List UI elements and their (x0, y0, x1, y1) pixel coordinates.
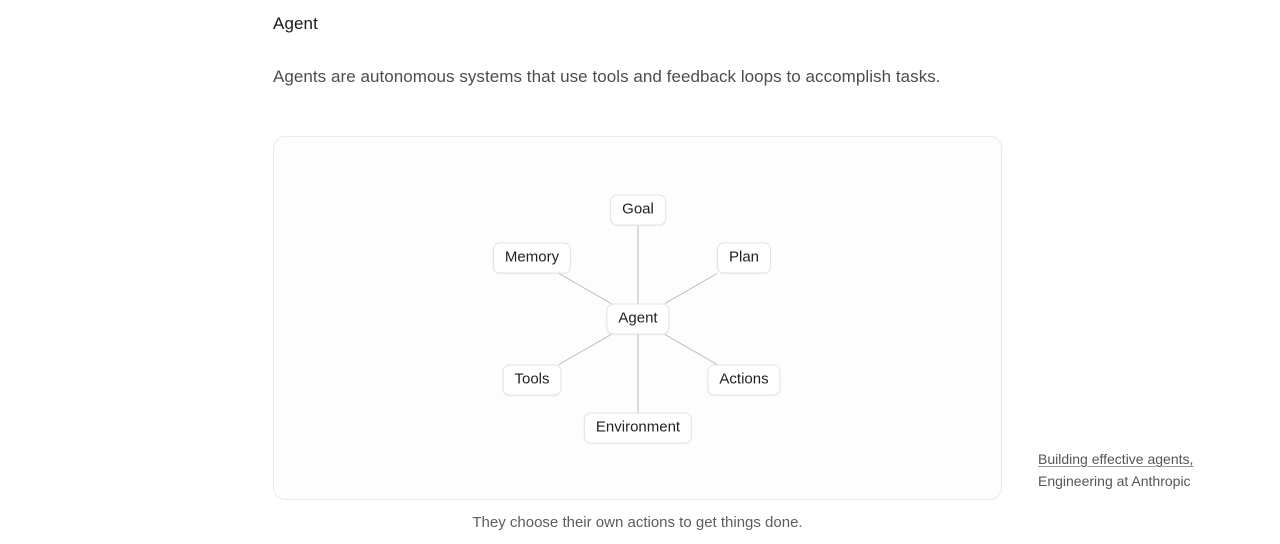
diagram-node-environment[interactable]: Environment (583, 412, 693, 444)
diagram-node-tools[interactable]: Tools (502, 364, 562, 396)
diagram-node-goal[interactable]: Goal (610, 194, 666, 226)
article-column: Agent Agents are autonomous systems that… (273, 0, 1002, 90)
page-title: Agent (273, 14, 318, 33)
diagram-node-actions[interactable]: Actions (707, 364, 781, 396)
diagram-edges (558, 225, 718, 413)
diagram-node-memory[interactable]: Memory (492, 242, 572, 274)
diagram-card: Goal Memory Plan Tools Actions Environme… (273, 136, 1002, 500)
diagram-node-plan[interactable]: Plan (716, 242, 772, 274)
intro-paragraph: Agents are autonomous systems that use t… (273, 67, 941, 86)
citation-source: Engineering at Anthropic (1038, 473, 1191, 489)
citation-link[interactable]: Building effective agents, (1038, 451, 1194, 467)
diagram-caption: They choose their own actions to get thi… (472, 514, 803, 531)
citation: Building effective agents, Engineering a… (1038, 448, 1248, 492)
diagram-stage: Goal Memory Plan Tools Actions Environme… (274, 137, 1001, 499)
diagram-node-agent[interactable]: Agent (606, 303, 670, 335)
